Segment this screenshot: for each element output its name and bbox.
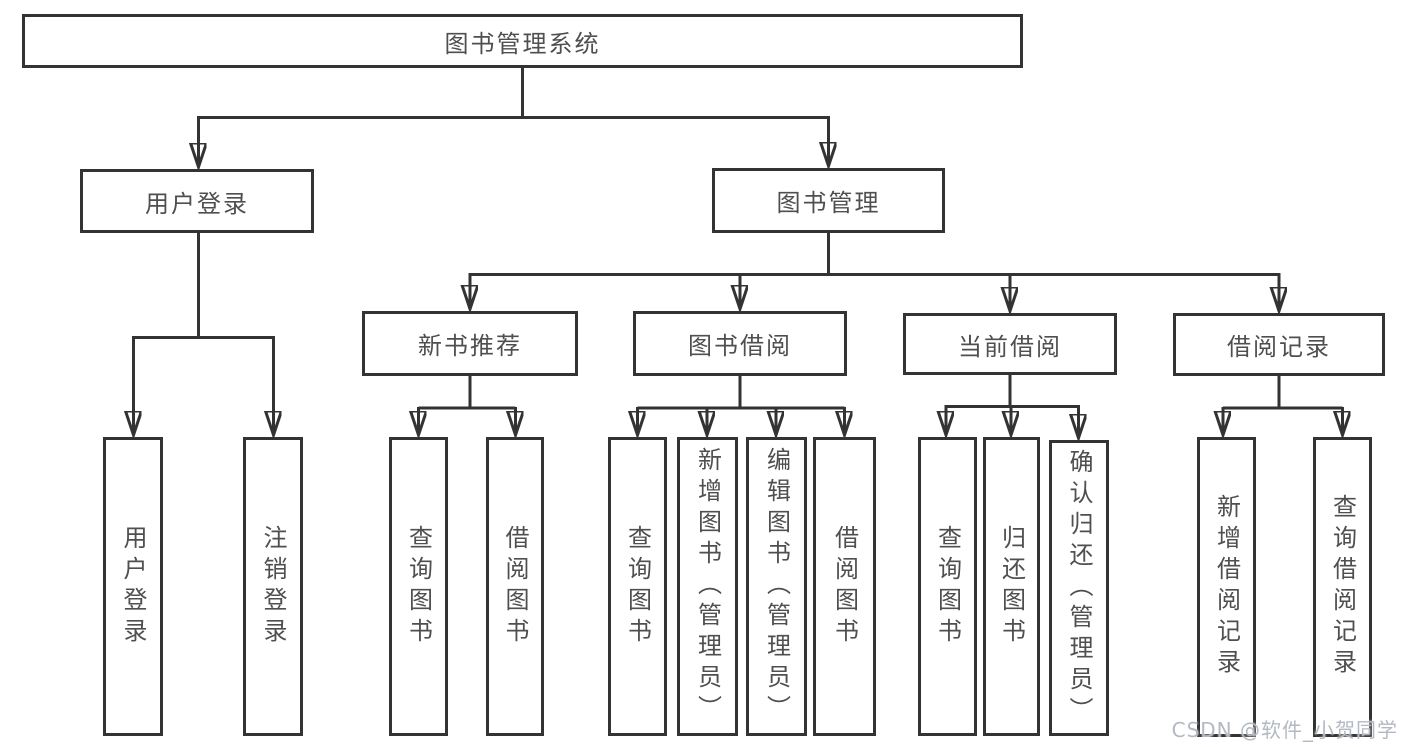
leaf-logout: 注销登录: [243, 437, 303, 736]
node-root: 图书管理系统: [22, 14, 1023, 68]
node-current-borrow: 当前借阅: [903, 313, 1117, 375]
leaf-user-login: 用户登录: [103, 437, 163, 736]
leaf-return-book: 归还图书: [983, 437, 1040, 736]
leaf-borrow-book-2: 借阅图书: [813, 437, 876, 736]
leaf-edit-book-admin: 编辑图书（管理员）: [746, 437, 807, 736]
leaf-query-borrow-record: 查询借阅记录: [1313, 437, 1372, 737]
leaf-confirm-return-admin: 确认归还（管理员）: [1049, 440, 1109, 736]
node-user-login: 用户登录: [80, 169, 314, 233]
node-new-book-rec: 新书推荐: [362, 311, 578, 376]
leaf-borrow-book-1: 借阅图书: [486, 437, 544, 736]
leaf-query-book-3: 查询图书: [918, 437, 977, 736]
node-book-mgmt: 图书管理: [712, 168, 945, 233]
watermark-text: CSDN @软件_小贺同学: [1171, 718, 1398, 742]
leaf-query-book-1: 查询图书: [389, 437, 448, 736]
leaf-query-book-2: 查询图书: [608, 437, 667, 736]
node-book-borrow: 图书借阅: [633, 311, 847, 376]
node-borrow-record: 借阅记录: [1173, 313, 1385, 376]
leaf-add-book-admin: 新增图书（管理员）: [677, 437, 738, 736]
leaf-add-borrow-record: 新增借阅记录: [1197, 437, 1256, 737]
